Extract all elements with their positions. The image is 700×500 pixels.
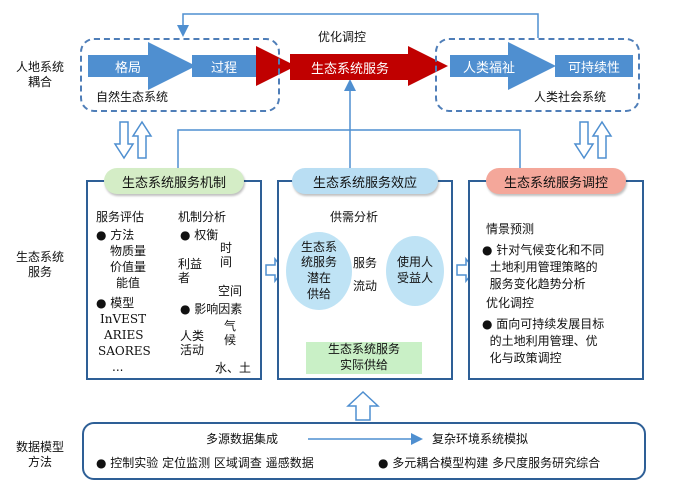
row-label-ecosystem-service: 生态系统 服务 [15, 250, 64, 279]
model-item: SAORES [98, 344, 151, 358]
regulation-header: 生态系统服务调控 [486, 168, 626, 194]
optimize-title: 优化调控 [486, 296, 535, 310]
method-item: 价值量 [110, 260, 147, 274]
factor-climate: 气 候 [224, 319, 237, 347]
social-system-label: 人类社会系统 [534, 90, 607, 104]
mechanism-header: 生态系统服务机制 [104, 168, 244, 194]
ecosystem-service-center-box: 生态系统服务 [290, 54, 410, 80]
actual-supply-box: 生态系统服务 实际供给 [306, 342, 422, 374]
regulation-panel [468, 180, 644, 380]
scenario-text: ● 针对气候变化和不同 土地利用管理策略的 服务变化趋势分析 [482, 243, 605, 291]
supply-demand-title: 供需分析 [330, 210, 379, 224]
optimize-text: ● 面向可持续发展目标 的土地利用管理、优 化与政策调控 [482, 317, 605, 365]
axis-stakeholder: 利益 者 [178, 257, 203, 285]
tradeoff-label: ● 权衡 [180, 228, 219, 242]
feedback-loop-line [177, 13, 539, 38]
multi-source-label: 多源数据集成 [206, 432, 279, 446]
mechanism-panel [86, 180, 262, 380]
natural-system-group [80, 38, 280, 112]
methods-right: ● 多元耦合模型构建 多尺度服务研究综合 [378, 456, 601, 470]
sustainability-box: 可持续性 [555, 55, 633, 77]
methods-box [82, 422, 646, 480]
bottom-up-arrow [346, 390, 380, 421]
axis-space: 空间 [218, 284, 243, 298]
model-item: ARIES [104, 328, 144, 342]
mechanism-connector [177, 129, 521, 168]
double-arrow-right [573, 120, 613, 160]
factor-label: ● 影响因素 [180, 302, 243, 316]
scenario-title: 情景预测 [486, 222, 535, 236]
factor-water-soil: 水、土 [215, 361, 252, 375]
potential-supply-ellipse: 生态系 统服务 潜在 供给 [286, 232, 352, 310]
model-item: ... [112, 360, 124, 374]
beneficiary-ellipse: 使用人 受益人 [386, 236, 444, 306]
row-label-coupling: 人地系统 耦合 [15, 60, 64, 89]
method-label: ● 方法 [96, 228, 135, 242]
model-label: ● 模型 [96, 296, 135, 310]
method-item: 物质量 [110, 244, 147, 258]
mech-title: 机制分析 [178, 210, 227, 224]
natural-system-label: 自然生态系统 [96, 90, 169, 104]
factor-human: 人类 活动 [180, 329, 205, 357]
pattern-box: 格局 [88, 55, 168, 77]
eval-title: 服务评估 [96, 210, 145, 224]
model-item: InVEST [100, 312, 147, 326]
process-box: 过程 [192, 55, 256, 77]
axis-time: 时 间 [220, 241, 233, 269]
complex-sim-label: 复杂环境系统模拟 [432, 432, 529, 446]
method-item: 能值 [116, 276, 141, 290]
double-arrow-left [113, 120, 153, 160]
optimize-label: 优化调控 [318, 30, 367, 44]
flow-label: 服务 流动 [352, 256, 377, 293]
row-label-data-methods: 数据模型 方法 [15, 440, 64, 469]
social-system-group [435, 38, 640, 112]
methods-left: ● 控制实验 定位监测 区域调查 遥感数据 [96, 456, 314, 470]
effect-header: 生态系统服务效应 [292, 168, 438, 194]
human-welfare-box: 人类福祉 [450, 55, 528, 77]
